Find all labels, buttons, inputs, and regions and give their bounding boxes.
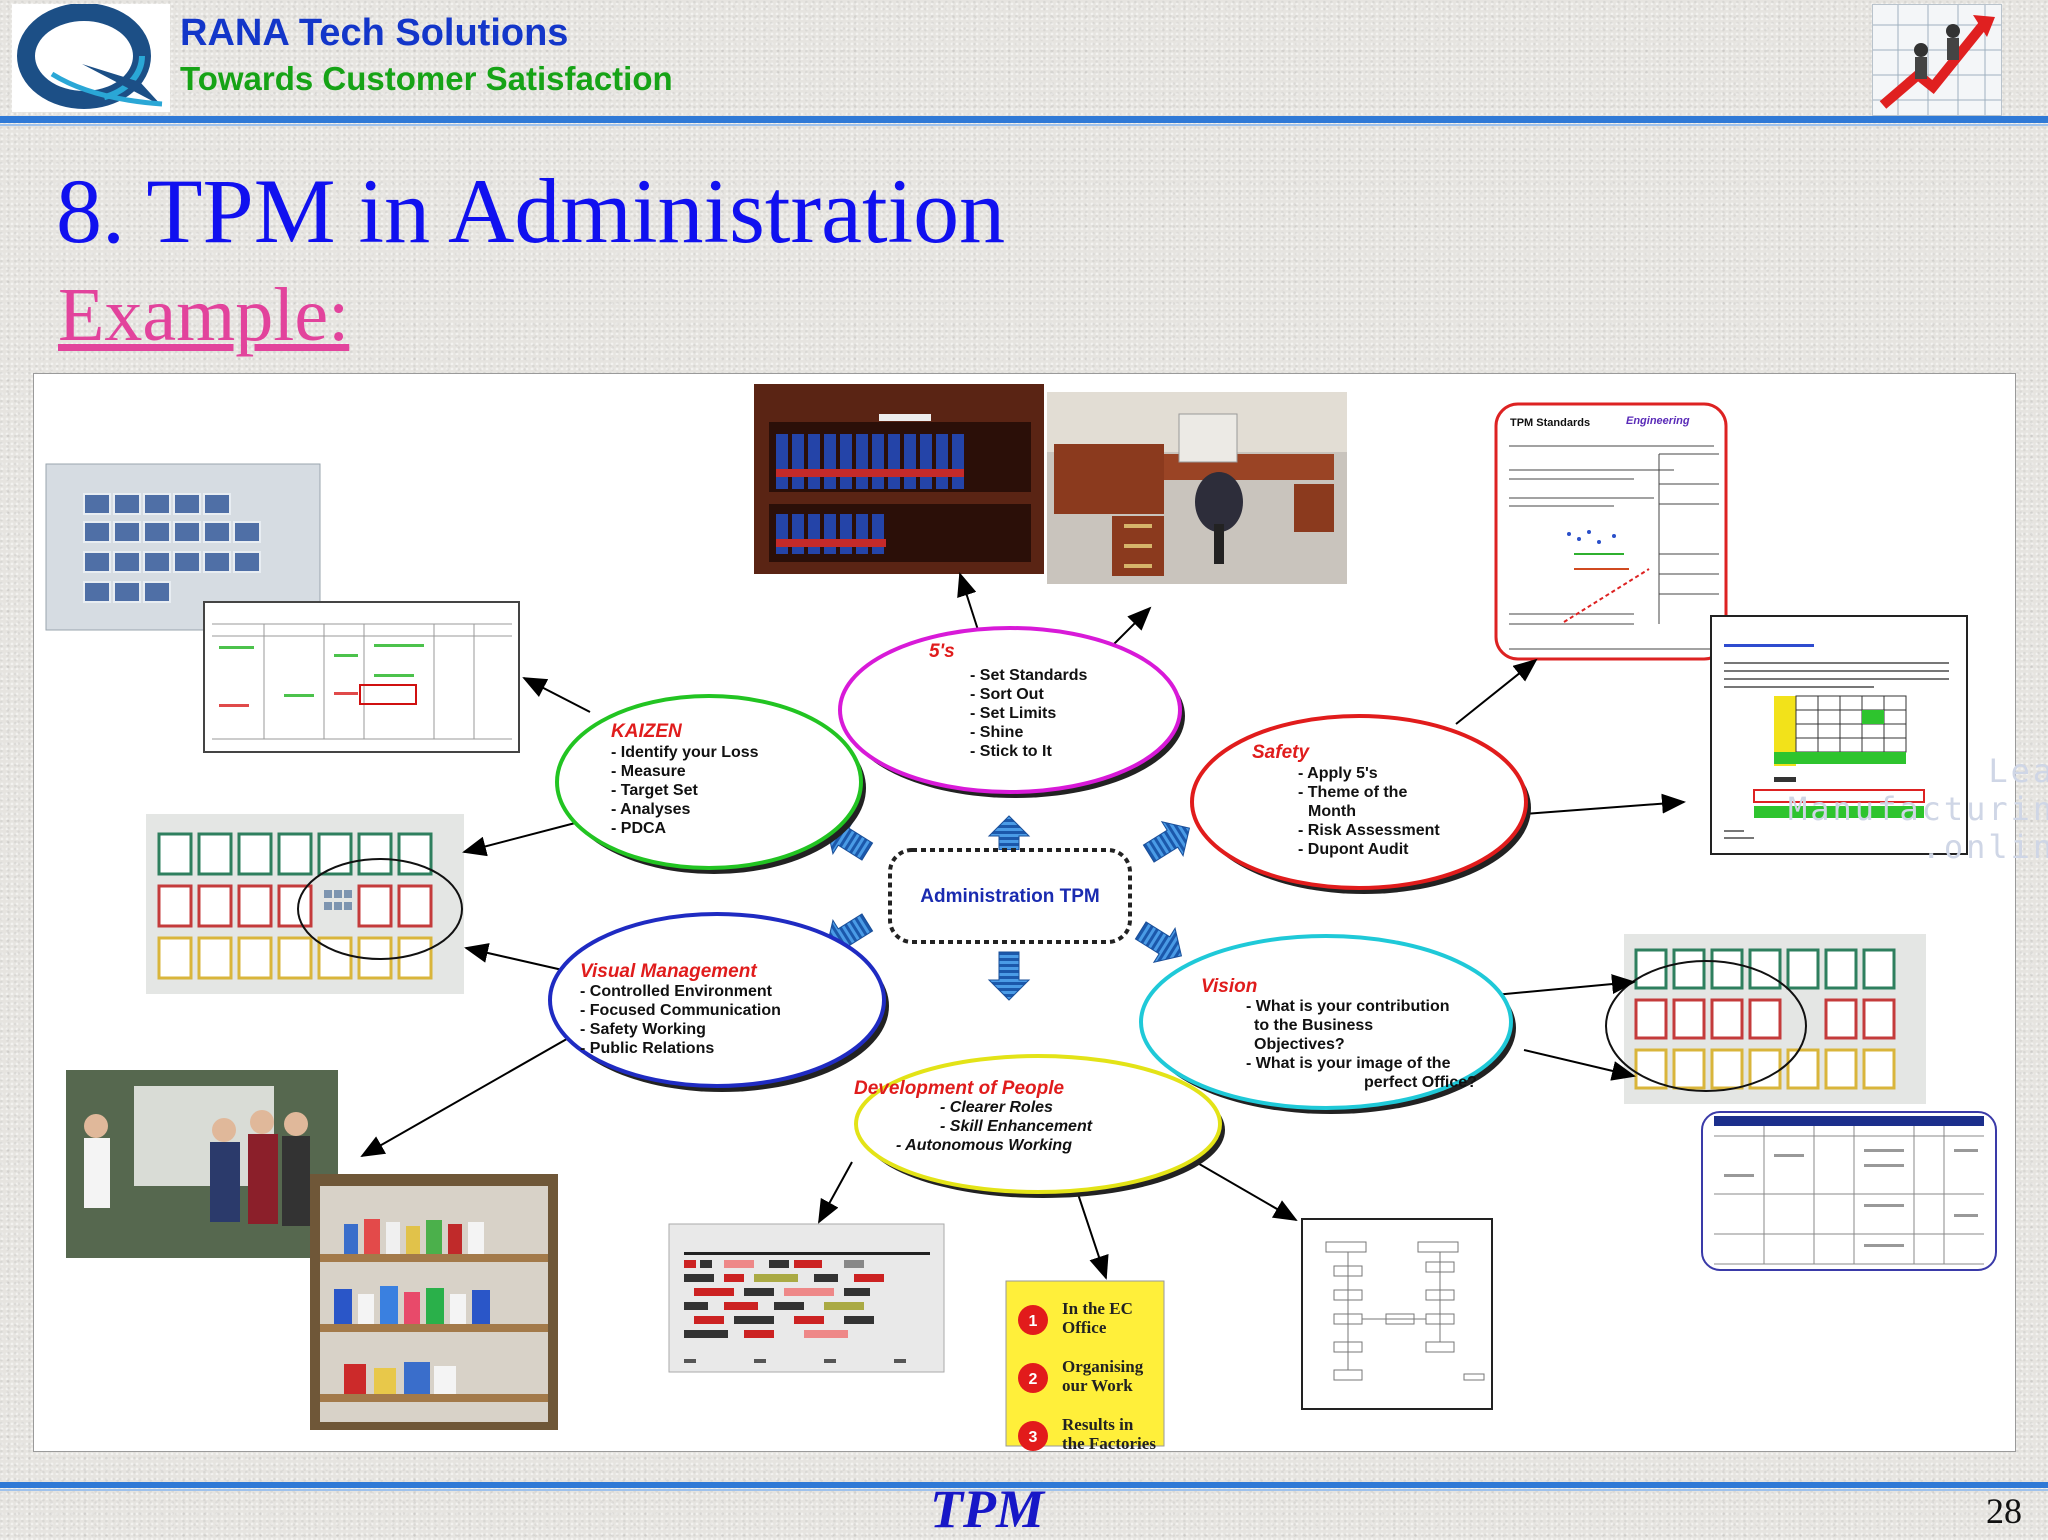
growth-chart-clipart — [1872, 4, 2002, 116]
company-logo — [12, 4, 170, 112]
sticky-item-text: In the EC — [1062, 1299, 1133, 1318]
company-tagline: Towards Customer Satisfaction — [180, 60, 673, 97]
kaizen-node-item: - Measure — [611, 763, 686, 780]
vision-node-item: - What is your contribution — [1246, 998, 1450, 1015]
fives-node-item: - Set Limits — [970, 705, 1056, 722]
vision-node-item: - What is your image of the — [1246, 1055, 1451, 1072]
kaizen-node-title: KAIZEN — [611, 721, 683, 742]
sticky-item-text: Results in — [1062, 1415, 1134, 1434]
safety-node-ellipse — [1190, 714, 1528, 890]
safety-matrix-document — [1710, 615, 1968, 855]
fives-node-ellipse — [838, 626, 1182, 794]
safety-node-item: - Dupont Audit — [1298, 841, 1409, 858]
center-node: Administration TPM — [888, 848, 1132, 944]
fives-node-item: - Shine — [970, 724, 1023, 741]
diagram-panel: TPM Standards Engineering — [33, 373, 2048, 1452]
office-desk-photo — [1047, 392, 1347, 584]
center-node-label: Administration TPM — [920, 886, 1099, 907]
planning-chart-photo — [668, 1223, 945, 1373]
tpm-standards-document: TPM Standards Engineering — [1494, 402, 1728, 661]
visual-node-title: Visual Management — [580, 961, 757, 982]
people-node-item: - Autonomous Working — [896, 1137, 1072, 1154]
kaizen-spreadsheet — [203, 601, 520, 753]
kaizen-node-item: - Target Set — [611, 782, 699, 799]
kaizen-node-item: - Identify your Loss — [611, 744, 759, 761]
page-number: 28 — [1986, 1491, 2022, 1531]
vision-node: Vision- What is your contribution to the … — [1139, 934, 1516, 1114]
slide-title: 8. TPM in Administration — [56, 160, 1006, 262]
tpm-standards-label: TPM Standards — [1510, 417, 1590, 429]
topic-nodes: 5's - Set Standards - Sort Out - Set Limits… — [548, 626, 1531, 1198]
lean-manufacturing-watermark: Lean Manufacturing .online — [1788, 752, 2048, 866]
watermark-line-3: .online — [1921, 828, 2048, 866]
sticky-item-text: the Factories — [1062, 1434, 1156, 1451]
sticky-item-text: our Work — [1062, 1376, 1133, 1395]
fives-node-item: - Sort Out — [970, 686, 1044, 703]
people-node-title: Development of People — [854, 1078, 1065, 1099]
tpm-diagram: TPM Standards Engineering — [45, 384, 1997, 1451]
engineering-label: Engineering — [1626, 415, 1690, 427]
sticky-item-text: Organising — [1062, 1357, 1144, 1376]
header-rule — [0, 116, 2048, 123]
safety-node-title: Safety — [1252, 742, 1310, 763]
sticky-number: 3 — [1029, 1429, 1038, 1446]
people-node-ellipse — [854, 1054, 1222, 1194]
vision-board-photo — [1605, 934, 1926, 1104]
slide-subtitle: Example: — [58, 273, 350, 357]
fives-node: 5's - Set Standards - Sort Out - Set Limits… — [838, 626, 1185, 798]
watermark-line-2: Manufacturing — [1788, 790, 2048, 828]
sticky-number-badge — [1018, 1305, 1048, 1335]
people-node: Development of People- Clearer Roles - Sk… — [854, 1054, 1225, 1198]
vision-node-title: Vision — [1201, 976, 1257, 997]
sticky-item-text: Office — [1062, 1318, 1107, 1337]
product-shelf-photo — [310, 1174, 558, 1430]
safety-node-item: - Risk Assessment — [1298, 822, 1440, 839]
safety-node-item: - Apply 5's — [1298, 765, 1378, 782]
footer-rule — [0, 1482, 2048, 1488]
visual-node-item: - Focused Communication — [580, 1002, 781, 1019]
vision-node-item: perfect Office? — [1364, 1074, 1477, 1091]
sticky-number-badge — [1018, 1363, 1048, 1393]
visual-node: Visual Management- Controlled Environmen… — [548, 912, 889, 1092]
people-node-item: - Skill Enhancement — [940, 1118, 1093, 1135]
footer-rule-thin — [0, 1489, 2048, 1491]
vision-node-item: to the Business — [1254, 1017, 1373, 1034]
kaizen-node-item: - Analyses — [611, 801, 691, 818]
team-meeting-photo — [66, 1070, 338, 1258]
visual-node-item: - Controlled Environment — [580, 983, 773, 1000]
strategic-plan-document — [1701, 1111, 1997, 1271]
sticky-number-badge — [1018, 1421, 1048, 1451]
sticky-number: 1 — [1029, 1313, 1038, 1330]
footer-label: TPM — [930, 1479, 1044, 1539]
visual-board-photo — [146, 814, 464, 994]
kaizen-node: KAIZEN - Identify your Loss - Measure - Tar… — [555, 694, 866, 874]
visual-node-ellipse — [548, 912, 886, 1088]
people-node-item: - Clearer Roles — [940, 1099, 1053, 1116]
visual-node-item: - Public Relations — [580, 1040, 714, 1057]
kaizen-node-ellipse — [555, 694, 863, 870]
sticky-number: 2 — [1029, 1371, 1038, 1388]
vision-node-item: Objectives? — [1254, 1036, 1345, 1053]
fives-node-item: - Stick to It — [970, 743, 1052, 760]
company-name: RANA Tech Solutions — [180, 12, 569, 54]
fives-node-title: 5's — [929, 641, 955, 662]
safety-node-item: - Theme of the — [1298, 784, 1407, 801]
watermark-line-1: Lean — [1988, 752, 2048, 790]
safety-node-item: Month — [1308, 803, 1356, 820]
header-rule-thin — [0, 124, 2048, 126]
visual-node-item: - Safety Working — [580, 1021, 706, 1038]
filing-shelf-photo — [754, 384, 1044, 574]
fives-node-item: - Set Standards — [970, 667, 1087, 684]
kaizen-node-item: - PDCA — [611, 820, 667, 837]
process-flowchart-document — [1301, 1218, 1493, 1410]
vision-node-ellipse — [1139, 934, 1513, 1110]
